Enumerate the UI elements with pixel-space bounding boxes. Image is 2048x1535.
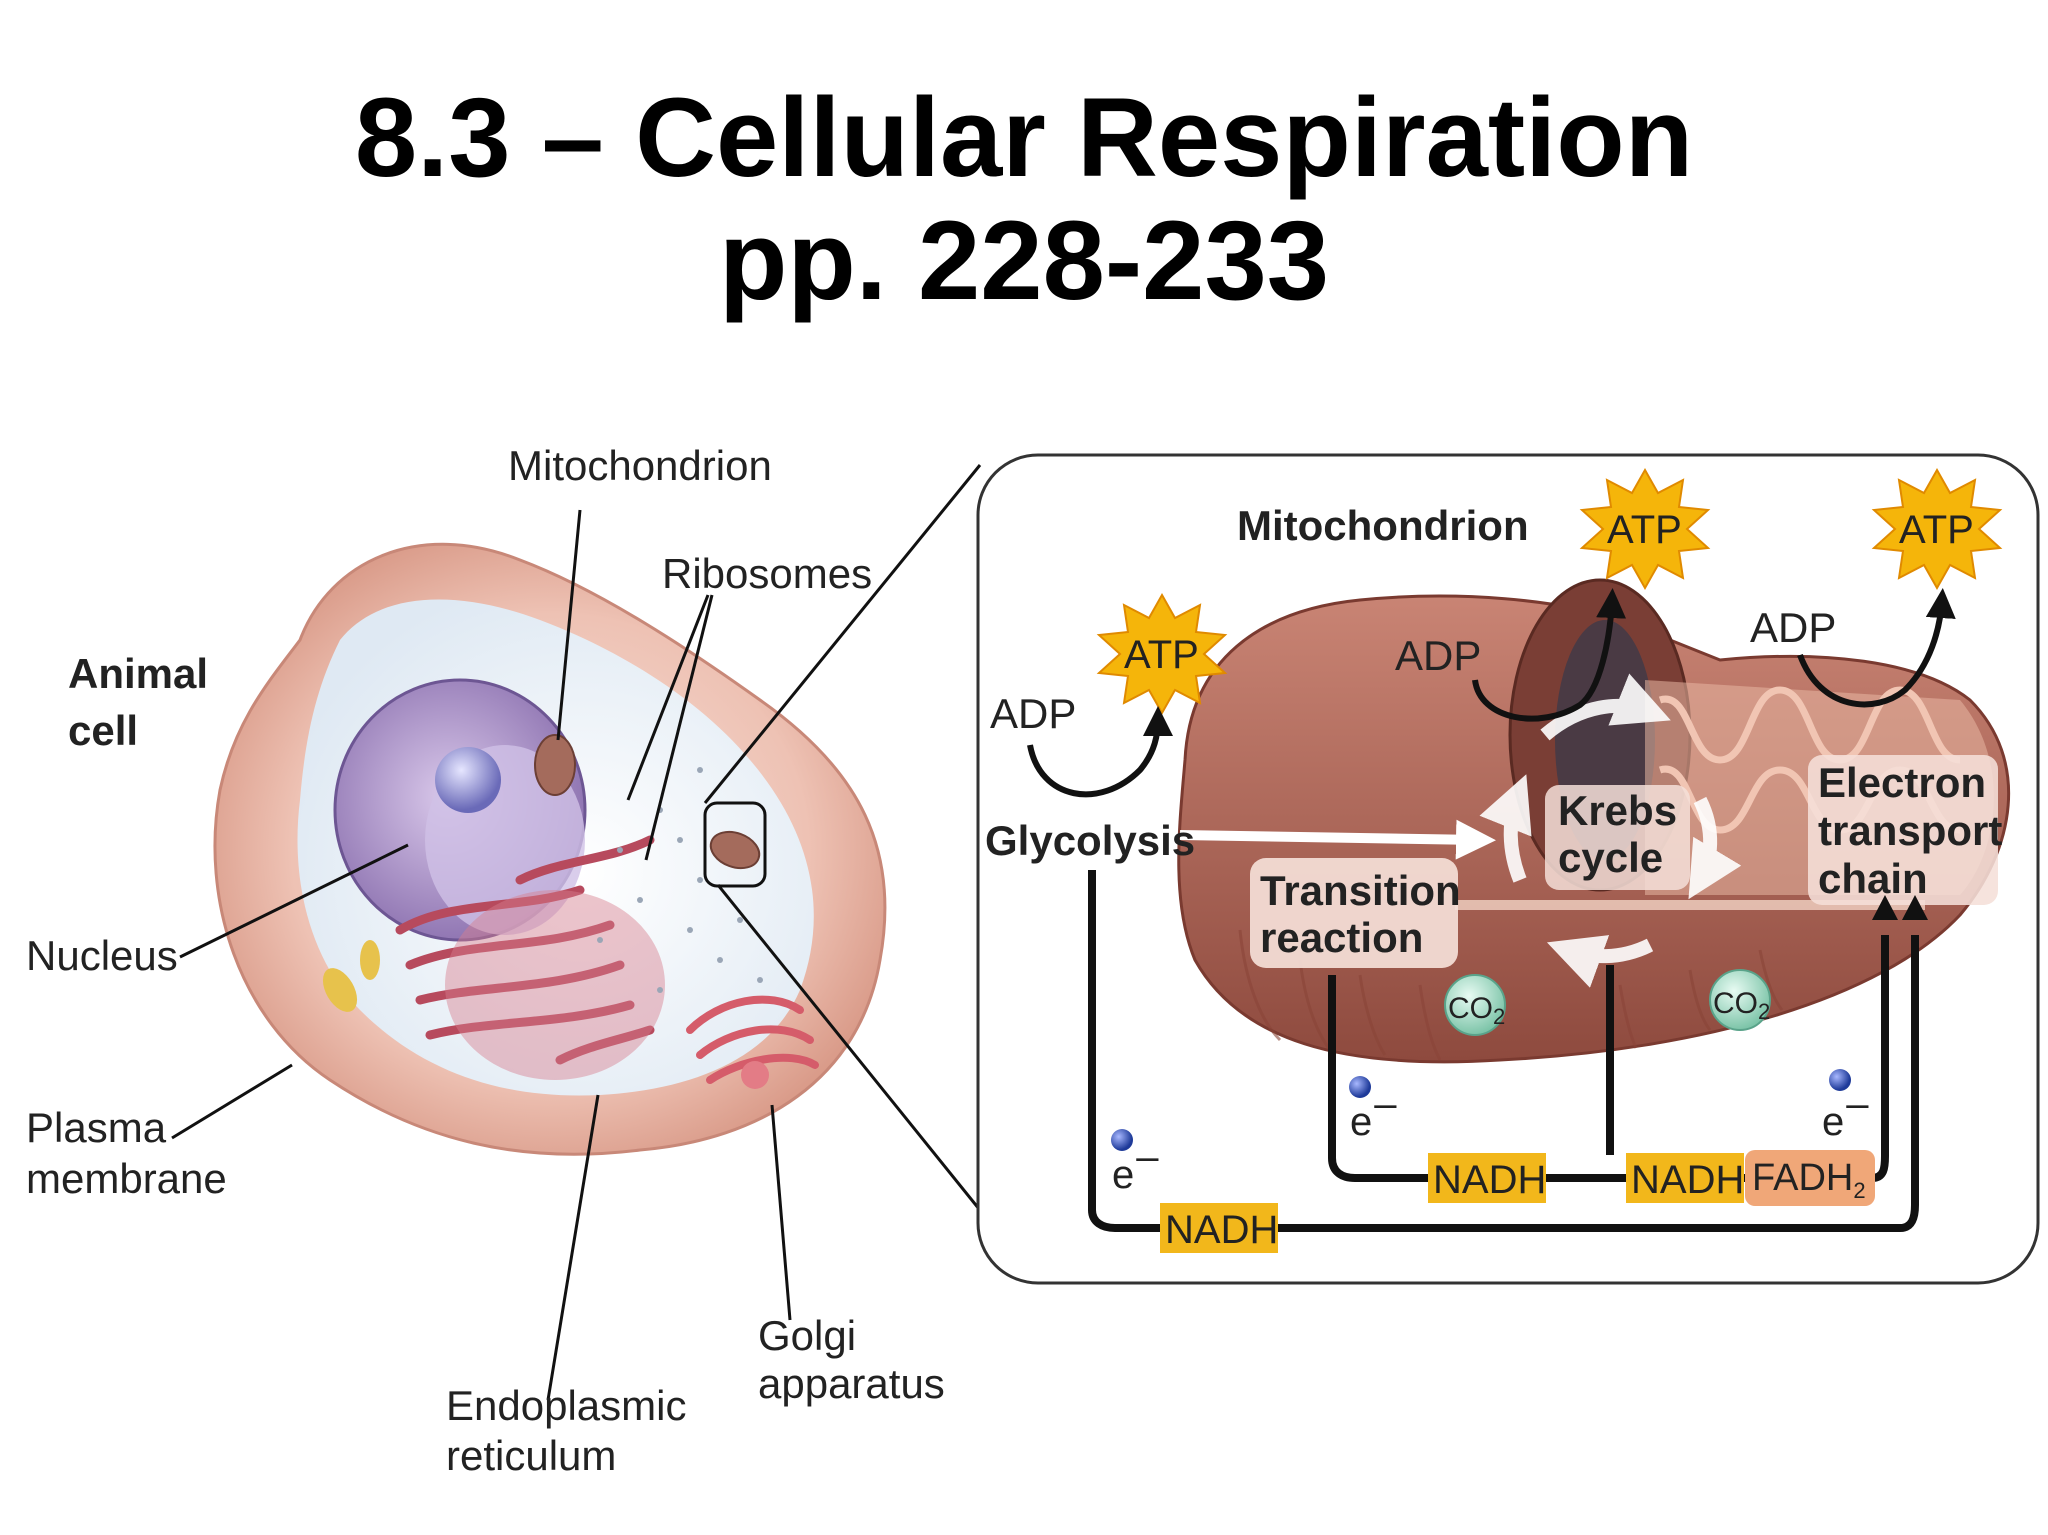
cell-leader-lines [171, 464, 1002, 1401]
adp-label-etc: ADP [1750, 604, 1836, 651]
svg-text:NADH: NADH [1433, 1158, 1546, 1202]
krebs-cycle-box [1545, 785, 1690, 890]
atp-burst-glycolysis: ATP [1096, 592, 1228, 716]
electron-pathways [1088, 870, 1919, 1232]
etc-entry-arrowheads [1872, 895, 1928, 920]
transition-reaction-label-line2: reaction [1260, 914, 1423, 961]
krebs-cycle-arrows [1479, 673, 1742, 988]
nadh-tag-krebs: NADH [1626, 1153, 1744, 1203]
co2-label-transition: CO2 [1448, 992, 1505, 1029]
etc-label-line3: chain [1818, 855, 1928, 902]
svg-text:e–: e– [1822, 1082, 1869, 1144]
nucleolus-shape [435, 747, 501, 813]
svg-text:NADH: NADH [1631, 1158, 1744, 1202]
adp-label-krebs: ADP [1395, 632, 1481, 679]
golgi-vesicle [741, 1061, 769, 1089]
ribosomes-label: Ribosomes [662, 550, 872, 597]
electron-krebs: e– [1822, 1069, 1869, 1144]
yellow-vesicle [322, 968, 358, 1012]
yellow-vesicle-2 [360, 940, 380, 980]
svg-text:FADH2: FADH2 [1752, 1157, 1866, 1203]
krebs-cycle-label-line1: Krebs [1558, 787, 1677, 834]
slide-subtitle-pages: pp. 228-233 [718, 198, 1330, 323]
etc-label-line1: Electron [1818, 759, 1986, 806]
animal-cell-label-line2: cell [68, 707, 138, 754]
highlight-box [703, 801, 767, 888]
atp-burst-etc: ATP [1871, 467, 2003, 591]
animal-cell-label-line1: Animal [68, 650, 208, 697]
transition-reaction-box [1250, 858, 1458, 968]
er-label-line2: reticulum [446, 1432, 616, 1479]
electron-transition: e– [1349, 1076, 1397, 1144]
endoplasmic-reticulum-shape [395, 835, 655, 1065]
plasma-membrane-label-line2: membrane [26, 1155, 227, 1202]
co2-label-krebs: CO2 [1713, 987, 1770, 1024]
glycolysis-flow-arrow [1179, 819, 1496, 860]
golgi-label-line1: Golgi [758, 1312, 856, 1359]
etc-label-line2: transport [1818, 807, 2002, 854]
glycolysis-label: Glycolysis [985, 817, 1195, 864]
atp-burst-krebs: ATP [1579, 467, 1711, 591]
svg-text:e–: e– [1350, 1082, 1397, 1144]
atp-label-glycolysis: ATP [1124, 633, 1199, 677]
atp-label-krebs: ATP [1607, 508, 1682, 552]
nadh-tag-glycolysis: NADH [1160, 1203, 1278, 1253]
golgi-shape [686, 995, 819, 1084]
plasma-membrane-label-line1: Plasma [26, 1104, 167, 1151]
slide-title: 8.3 – Cellular Respiration [354, 75, 1694, 200]
fadh2-tag-krebs: FADH2 [1745, 1150, 1875, 1206]
nadh-tag-transition: NADH [1428, 1153, 1546, 1203]
co2-bubble-transition: CO2 [1444, 974, 1506, 1036]
svg-text:e–: e– [1112, 1135, 1159, 1197]
adp-to-atp-arrows [1027, 588, 1956, 798]
small-mitochondrion [534, 734, 576, 796]
golgi-label-line2: apparatus [758, 1360, 945, 1407]
intermembrane-band [1455, 900, 1925, 910]
atp-label-etc: ATP [1899, 508, 1974, 552]
animal-cell-illustration [213, 542, 887, 1156]
krebs-cycle-label-line2: cycle [1558, 834, 1663, 881]
er-body [445, 890, 665, 1080]
nucleus-label: Nucleus [26, 932, 178, 979]
highlighted-mitochondrion [709, 830, 761, 870]
mitochondrion-label: Mitochondrion [508, 442, 772, 489]
mito-outer-ridges [1238, 929, 1784, 1061]
transition-reaction-label-line1: Transition [1260, 867, 1461, 914]
adp-label-glycolysis: ADP [990, 690, 1076, 737]
inset-mitochondrion-title: Mitochondrion [1237, 502, 1529, 549]
electron-glycolysis: e– [1111, 1129, 1159, 1197]
er-label-line1: Endoplasmic [446, 1382, 686, 1429]
co2-bubble-krebs: CO2 [1709, 969, 1771, 1031]
svg-text:NADH: NADH [1165, 1208, 1278, 1252]
etc-box [1808, 755, 1998, 905]
